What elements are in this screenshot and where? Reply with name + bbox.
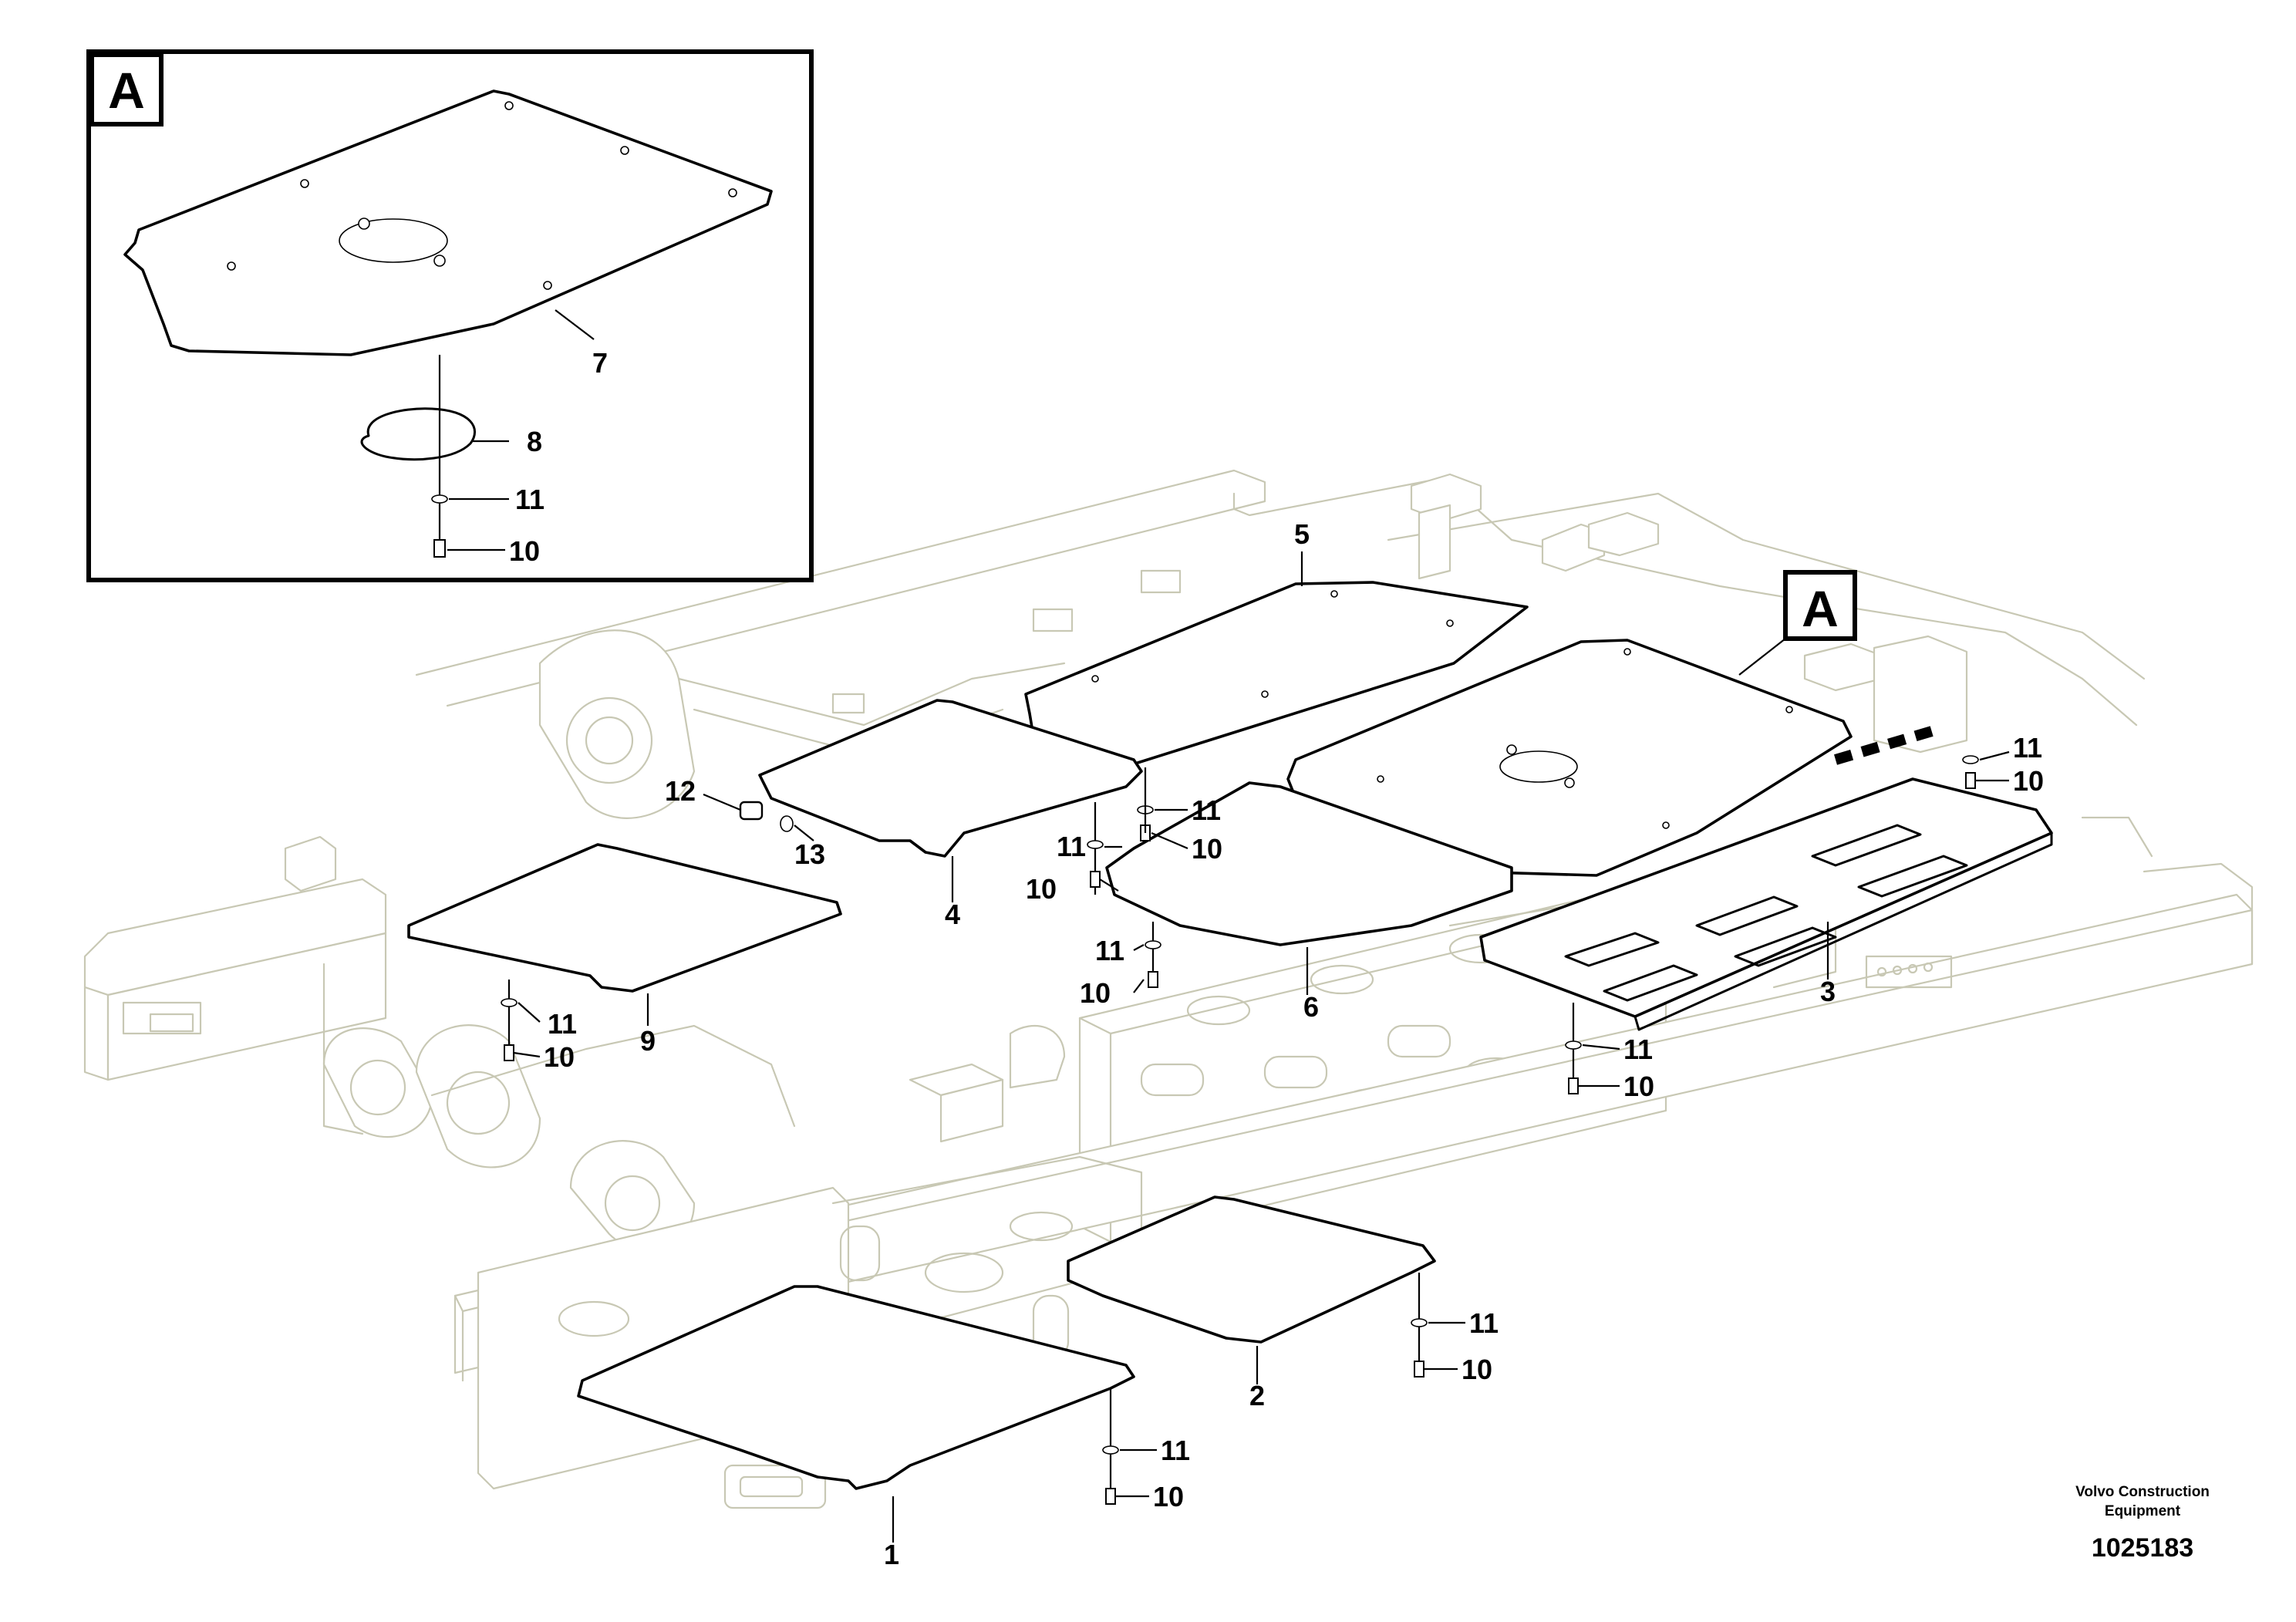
- plate-2: [1067, 1195, 1436, 1344]
- detail-view-letter: A: [108, 62, 145, 119]
- floor-plates: [407, 581, 2053, 1490]
- callout-10: 10: [1192, 833, 1222, 865]
- callout-11: 11: [1161, 1435, 1190, 1466]
- callout-11: 11: [1095, 935, 1124, 966]
- plate-6: [1105, 781, 1513, 946]
- bolt-10: [1414, 1361, 1424, 1378]
- callout-10: 10: [1026, 873, 1057, 905]
- callout-12: 12: [665, 775, 696, 807]
- callout-10: 10: [1462, 1354, 1492, 1385]
- plate-1: [577, 1285, 1135, 1490]
- callout-8-detail: 8: [527, 426, 542, 457]
- callout-5: 5: [1294, 518, 1310, 550]
- washer-11: [1565, 1040, 1582, 1050]
- callout-leaders: [513, 551, 2010, 1543]
- washer-11: [1087, 840, 1104, 849]
- detail-view-a: A 7 8 11 10: [86, 49, 814, 582]
- bolt-10: [1090, 871, 1101, 888]
- callout-11: 11: [1469, 1307, 1499, 1339]
- callout-13: 13: [794, 838, 825, 870]
- callout-11: 11: [1192, 794, 1221, 826]
- callout-numbers: A 1 2 3 4 5 6 9 12 13 11 10 11 10 11 10 …: [544, 518, 2044, 1570]
- callout-4: 4: [945, 899, 960, 930]
- bolt-10: [1568, 1077, 1579, 1094]
- callout-11-detail: 11: [515, 484, 544, 515]
- company-name-line-2: Equipment: [2105, 1503, 2181, 1519]
- detail-view-letter-box: [89, 52, 164, 126]
- washer-11: [501, 998, 518, 1007]
- gasket-8: [360, 407, 476, 461]
- bolt-10: [1148, 971, 1158, 988]
- callout-11: 11: [1057, 831, 1086, 862]
- callout-11: 11: [1623, 1034, 1653, 1065]
- callout-6: 6: [1303, 991, 1319, 1023]
- bolt-10: [504, 1044, 514, 1061]
- plug-12: [739, 801, 764, 821]
- plate-7: [123, 89, 773, 356]
- washer-11: [1102, 1445, 1119, 1455]
- machine-frame: [83, 469, 2254, 1509]
- bolt-10: [1965, 772, 1976, 789]
- detail-marker-box: [1783, 570, 1857, 641]
- bolt-10: [1105, 1488, 1116, 1505]
- callout-10: 10: [1153, 1481, 1184, 1512]
- washer-11: [1145, 940, 1161, 949]
- callout-11: 11: [2013, 732, 2042, 764]
- callout-11: 11: [548, 1008, 577, 1040]
- washer-11: [1411, 1318, 1428, 1327]
- drawing-footer: Volvo Construction Equipment 1025183: [2075, 1484, 2210, 1563]
- bolt-10: [433, 539, 446, 558]
- callout-1: 1: [884, 1539, 899, 1570]
- callout-10-detail: 10: [509, 535, 540, 567]
- callout-10: 10: [2013, 765, 2044, 797]
- o-ring-13: [780, 815, 794, 832]
- callout-3: 3: [1820, 976, 1836, 1007]
- callout-10: 10: [1080, 977, 1111, 1009]
- callout-10: 10: [544, 1041, 575, 1073]
- callout-10: 10: [1623, 1071, 1654, 1102]
- drawing-number: 1025183: [2092, 1533, 2193, 1563]
- washer-11: [1962, 755, 1979, 764]
- company-name-line-1: Volvo Construction: [2075, 1484, 2210, 1500]
- washer-11: [431, 494, 448, 504]
- plate-4: [758, 699, 1143, 858]
- callout-9: 9: [640, 1025, 656, 1057]
- callout-2: 2: [1249, 1380, 1265, 1411]
- callout-7: 7: [592, 347, 608, 379]
- detail-marker-letter: A: [1802, 580, 1839, 637]
- fasteners: [501, 755, 1979, 1505]
- plate-9: [407, 843, 842, 993]
